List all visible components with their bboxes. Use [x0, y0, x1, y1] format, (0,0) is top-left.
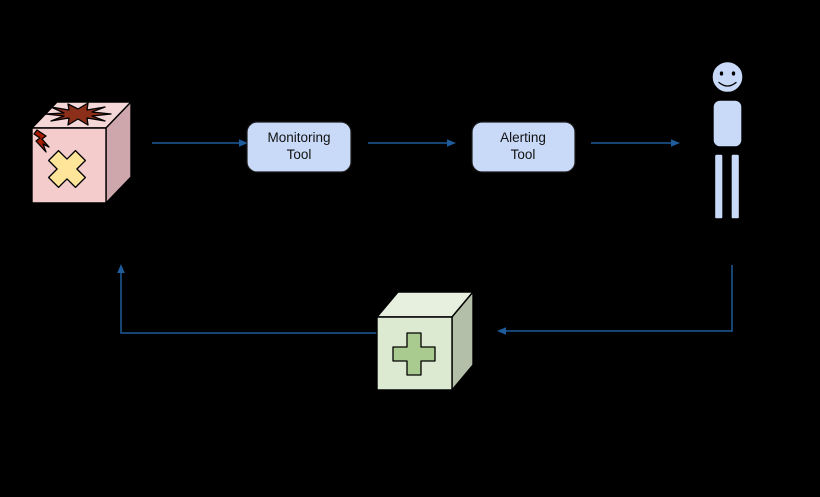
monitoring-tool-label-line1: Monitoring: [267, 130, 330, 145]
explosion-icon: [44, 102, 112, 126]
alerting-tool-node: [471, 121, 576, 173]
alerting-tool-label-line1: Alerting: [500, 130, 546, 145]
fix-cube: [376, 291, 474, 391]
person-left-eye: [719, 71, 724, 76]
person-torso: [712, 99, 743, 148]
alerting-tool-label-line2: Tool: [511, 147, 536, 162]
person-head: [711, 60, 744, 94]
person-right-eye: [731, 71, 736, 76]
alerting-tool-label: Alerting Tool: [500, 130, 546, 162]
monitoring-tool-box: [246, 121, 352, 173]
x-mark-icon: [47, 149, 87, 189]
engineer-person: [711, 60, 744, 220]
arrow-lines: [120, 142, 733, 334]
arrowhead-left-icon: [497, 327, 506, 335]
arrow-fix-to-broken: [120, 272, 377, 334]
arrowhead-up-icon: [117, 264, 125, 273]
monitoring-tool-label: Monitoring Tool: [267, 130, 330, 162]
arrowhead-right-icon: [447, 139, 456, 147]
person-smile: [718, 81, 737, 87]
plus-icon: [392, 332, 436, 376]
lightning-bolt-icon: [33, 129, 50, 153]
person-right-leg: [730, 153, 741, 220]
arrowhead-right-icon: [671, 139, 680, 147]
monitoring-tool-node: [246, 121, 352, 173]
arrowhead-right-icon: [239, 139, 248, 147]
arrow-heads: [117, 139, 680, 335]
person-left-leg: [713, 153, 724, 220]
monitoring-tool-label-line2: Tool: [287, 147, 312, 162]
alerting-tool-box: [471, 121, 576, 173]
arrow-engineer-to-fix: [505, 265, 733, 332]
